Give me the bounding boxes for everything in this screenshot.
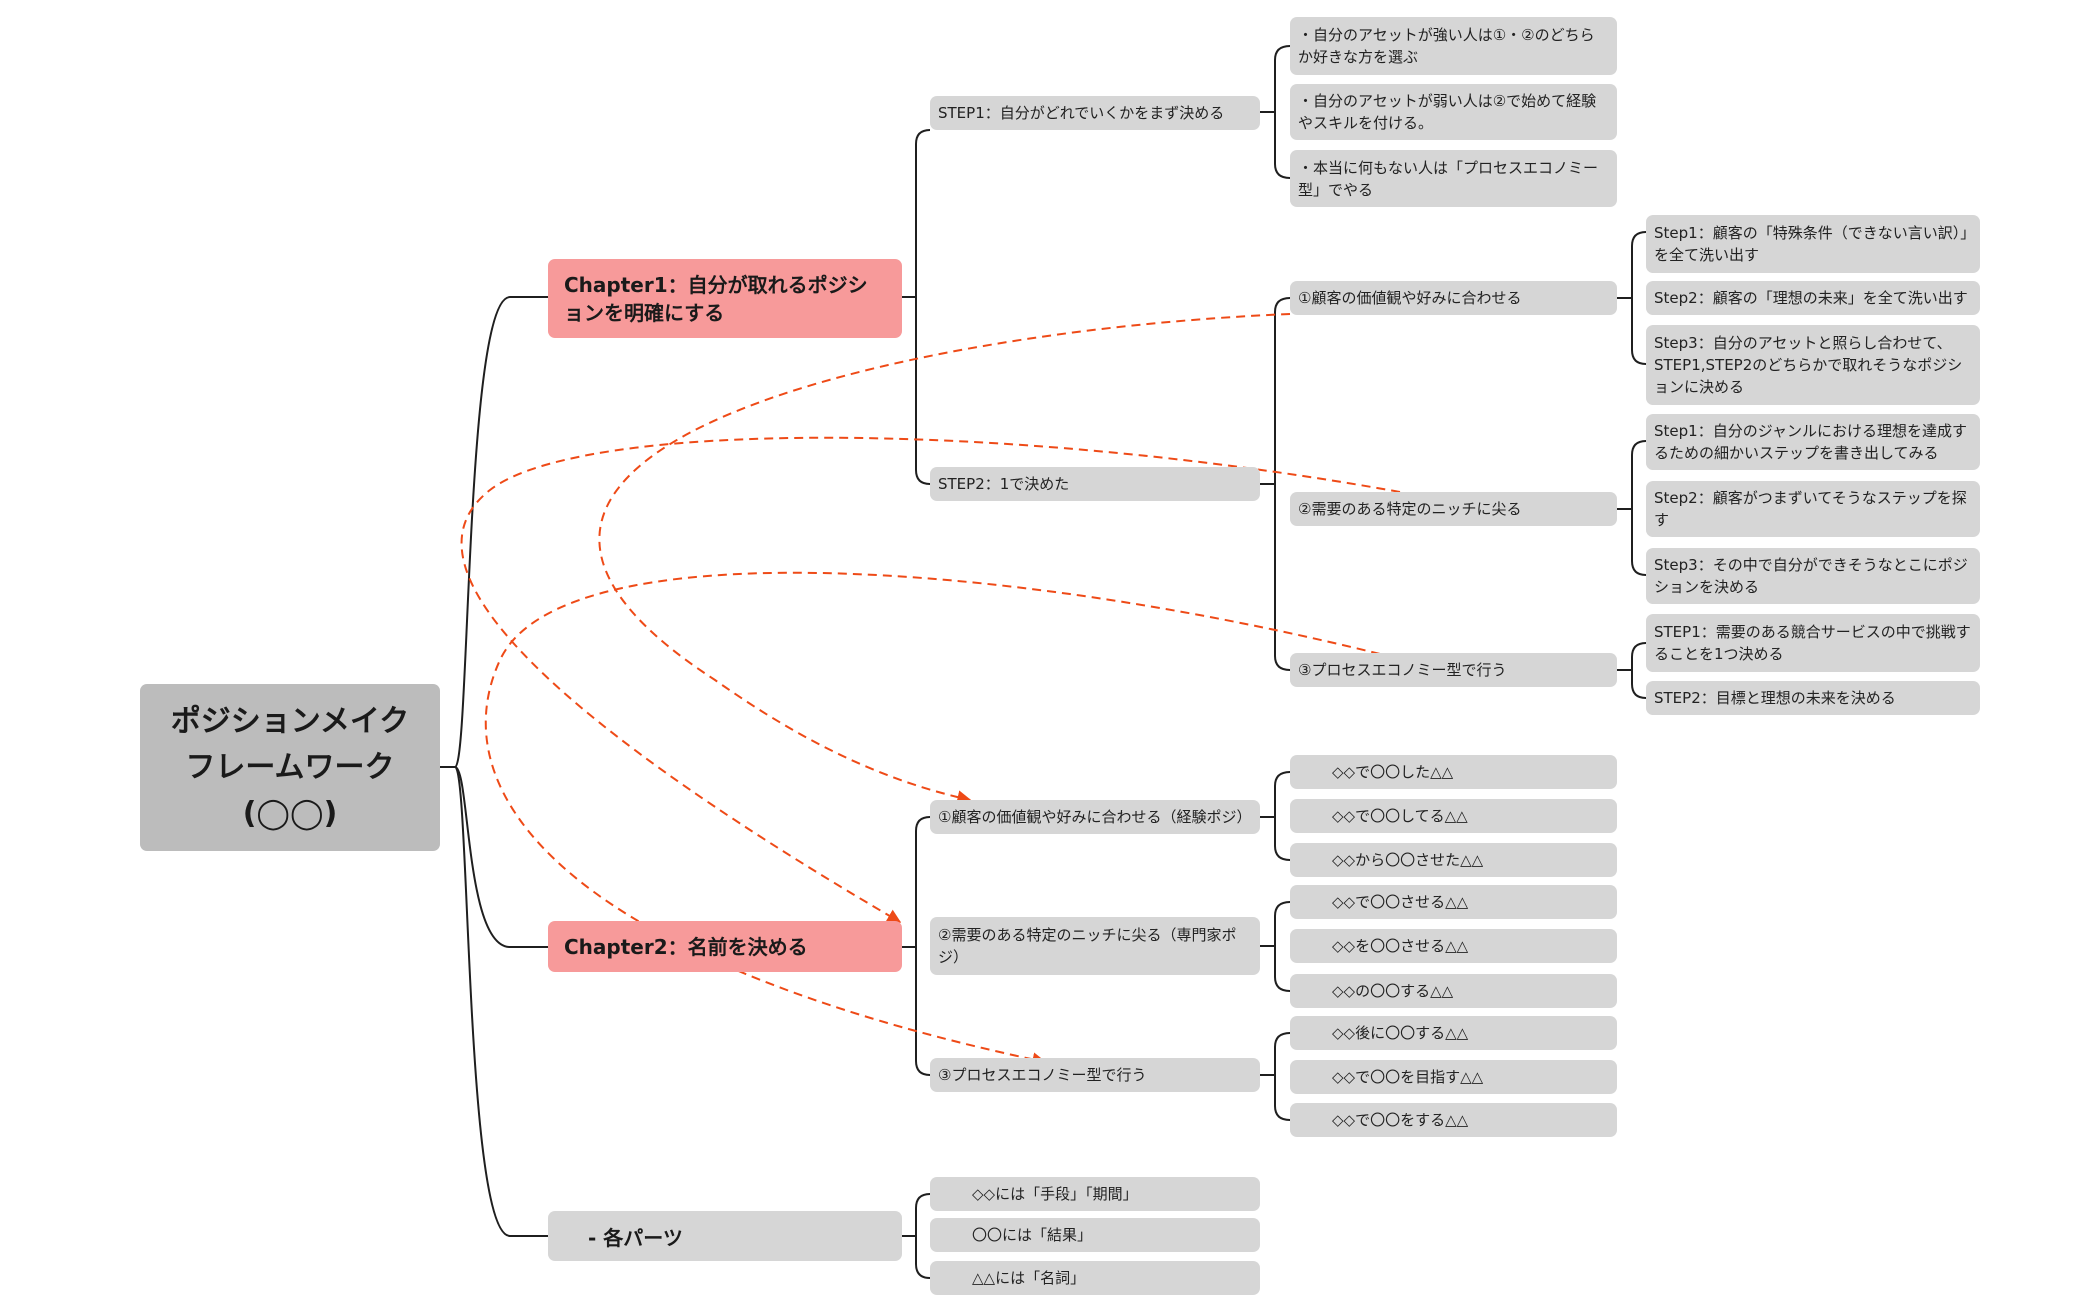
step2-option-3-label: ③プロセスエコノミー型で行う (1298, 661, 1507, 679)
c2-opt1-name-3-text: ◇◇から〇〇させた△△ (1332, 851, 1484, 869)
opt2-step-1[interactable]: Step1：自分のジャンルにおける理想を達成するための細かいステップを書き出して… (1646, 414, 1980, 470)
connector-step1-items (1260, 45, 1291, 179)
connector-chapter1-steps (902, 129, 931, 485)
parts-item-1-text: ◇◇には「手段」「期間」 (972, 1185, 1138, 1203)
step1-label: STEP1：自分がどれでいくかをまず決める (938, 104, 1225, 122)
c2-opt2-name-3-text: ◇◇の〇〇する△△ (1332, 982, 1454, 1000)
chapter1-node[interactable]: Chapter1：自分が取れるポジションを明確にする (548, 259, 902, 338)
opt1-step-1[interactable]: Step1：顧客の「特殊条件（できない言い訳）」を全て洗い出す (1646, 215, 1980, 273)
c2-opt2-name-1[interactable]: ◇◇で〇〇させる△△ (1290, 885, 1617, 919)
c2-option-3-label: ③プロセスエコノミー型で行う (938, 1066, 1147, 1084)
step1-item-3-text: ・本当に何もない人は「プロセスエコノミー型」でやる (1298, 158, 1599, 199)
parts-item-3-text: △△には「名詞」 (972, 1269, 1086, 1287)
c2-opt3-name-1[interactable]: ◇◇後に〇〇する△△ (1290, 1016, 1617, 1050)
parts-title: - 各パーツ (588, 1225, 683, 1250)
parts-node[interactable]: - 各パーツ (548, 1211, 902, 1261)
parts-item-2[interactable]: 〇〇には「結果」 (930, 1218, 1260, 1252)
connector-opt3-steps (1617, 642, 1647, 699)
opt3-step-2-text: STEP2：目標と理想の未来を決める (1654, 689, 1896, 707)
c2-opt1-name-2[interactable]: ◇◇で〇〇してる△△ (1290, 799, 1617, 833)
c2-option-3[interactable]: ③プロセスエコノミー型で行う (930, 1058, 1260, 1092)
c2-option-1-label: ①顧客の価値観や好みに合わせる（経験ポジ） (938, 808, 1252, 826)
connector-root-parts (440, 766, 548, 1237)
connector-c2opt1-names (1260, 771, 1291, 861)
c2-opt2-name-1-text: ◇◇で〇〇させる△△ (1332, 893, 1469, 911)
c2-opt3-name-3[interactable]: ◇◇で〇〇をする△△ (1290, 1103, 1617, 1137)
connector-chapter2-options (902, 816, 931, 1076)
chapter2-title: Chapter2：名前を決める (564, 934, 808, 959)
link-arrow-opt1 (598, 313, 1291, 805)
c2-option-2-label: ②需要のある特定のニッチに尖る（専門家ポジ） (938, 926, 1237, 966)
c2-opt2-name-2-text: ◇◇を〇〇させる△△ (1332, 937, 1469, 955)
c2-option-2[interactable]: ②需要のある特定のニッチに尖る（専門家ポジ） (930, 917, 1260, 975)
root-title-line1: ポジションメイク (170, 703, 410, 739)
chapter1-title: Chapter1：自分が取れるポジションを明確にする (564, 272, 868, 325)
step2-label: STEP2：1で決めた (938, 475, 1070, 493)
connector-opt2-steps (1617, 440, 1647, 576)
c2-opt3-name-1-text: ◇◇後に〇〇する△△ (1332, 1024, 1469, 1042)
step2-option-1[interactable]: ①顧客の価値観や好みに合わせる (1290, 281, 1617, 315)
opt1-step-2-text: Step2：顧客の「理想の未来」を全て洗い出す (1654, 289, 1968, 307)
step2-node[interactable]: STEP2：1で決めた (930, 467, 1260, 501)
step1-item-1-text: ・自分のアセットが強い人は①・②のどちらか好きな方を選ぶ (1298, 26, 1595, 66)
connector-root-chapter2 (440, 766, 548, 948)
parts-item-1[interactable]: ◇◇には「手段」「期間」 (930, 1177, 1260, 1211)
opt2-step-3-text: Step3：その中で自分ができそうなとこにポジションを決める (1654, 556, 1968, 596)
c2-opt1-name-1[interactable]: ◇◇で〇〇した△△ (1290, 755, 1617, 789)
c2-option-1[interactable]: ①顧客の価値観や好みに合わせる（経験ポジ） (930, 800, 1260, 834)
opt3-step-1[interactable]: STEP1：需要のある競合サービスの中で挑戦することを1つ決める (1646, 614, 1980, 672)
connector-c2opt2-names (1260, 901, 1291, 992)
opt1-step-1-text: Step1：顧客の「特殊条件（できない言い訳）」を全て洗い出す (1654, 224, 1968, 264)
c2-opt2-name-2[interactable]: ◇◇を〇〇させる△△ (1290, 929, 1617, 963)
opt1-step-2[interactable]: Step2：顧客の「理想の未来」を全て洗い出す (1646, 281, 1980, 315)
c2-opt1-name-2-text: ◇◇で〇〇してる△△ (1332, 807, 1468, 825)
c2-opt3-name-2[interactable]: ◇◇で〇〇を目指す△△ (1290, 1060, 1617, 1094)
opt2-step-3[interactable]: Step3：その中で自分ができそうなとこにポジションを決める (1646, 548, 1980, 604)
connector-step2-options (1260, 297, 1291, 671)
step2-option-3[interactable]: ③プロセスエコノミー型で行う (1290, 653, 1617, 687)
opt1-step-3-text: Step3：自分のアセットと照らし合わせて、STEP1,STEP2のどちらかで取… (1654, 334, 1963, 396)
c2-opt3-name-2-text: ◇◇で〇〇を目指す△△ (1332, 1068, 1484, 1086)
parts-item-3[interactable]: △△には「名詞」 (930, 1261, 1260, 1295)
step1-item-3[interactable]: ・本当に何もない人は「プロセスエコノミー型」でやる (1290, 150, 1617, 207)
opt2-step-2[interactable]: Step2：顧客がつまずいてそうなステップを探す (1646, 481, 1980, 537)
step2-option-2[interactable]: ②需要のある特定のニッチに尖る (1290, 492, 1617, 526)
opt3-step-2[interactable]: STEP2：目標と理想の未来を決める (1646, 681, 1980, 715)
step2-option-1-label: ①顧客の価値観や好みに合わせる (1298, 289, 1522, 307)
connector-c2opt3-names (1260, 1032, 1291, 1121)
link-arrow-opt2 (460, 436, 1401, 923)
connector-parts-items (902, 1193, 931, 1279)
opt3-step-1-text: STEP1：需要のある競合サービスの中で挑戦することを1つ決める (1654, 623, 1971, 663)
connector-opt1-steps (1617, 231, 1647, 365)
step1-item-1[interactable]: ・自分のアセットが強い人は①・②のどちらか好きな方を選ぶ (1290, 17, 1617, 75)
connector-root-chapter1 (440, 296, 548, 768)
c2-opt1-name-1-text: ◇◇で〇〇した△△ (1332, 763, 1454, 781)
root-node[interactable]: ポジションメイク フレームワーク (◯◯) (140, 684, 440, 851)
chapter2-node[interactable]: Chapter2：名前を決める (548, 921, 902, 972)
c2-opt2-name-3[interactable]: ◇◇の〇〇する△△ (1290, 974, 1617, 1008)
opt2-step-2-text: Step2：顧客がつまずいてそうなステップを探す (1654, 489, 1967, 529)
root-title-line2: フレームワーク (185, 749, 395, 785)
parts-item-2-text: 〇〇には「結果」 (972, 1226, 1093, 1244)
step1-node[interactable]: STEP1：自分がどれでいくかをまず決める (930, 96, 1260, 130)
root-title-line3: (◯◯) (242, 795, 338, 831)
step1-item-2[interactable]: ・自分のアセットが弱い人は②で始めて経験やスキルを付ける。 (1290, 84, 1617, 140)
step2-option-2-label: ②需要のある特定のニッチに尖る (1298, 500, 1522, 518)
opt2-step-1-text: Step1：自分のジャンルにおける理想を達成するための細かいステップを書き出して… (1654, 422, 1967, 462)
c2-opt3-name-3-text: ◇◇で〇〇をする△△ (1332, 1111, 1469, 1129)
step1-item-2-text: ・自分のアセットが弱い人は②で始めて経験やスキルを付ける。 (1298, 92, 1597, 132)
opt1-step-3[interactable]: Step3：自分のアセットと照らし合わせて、STEP1,STEP2のどちらかで取… (1646, 325, 1980, 405)
c2-opt1-name-3[interactable]: ◇◇から〇〇させた△△ (1290, 843, 1617, 877)
